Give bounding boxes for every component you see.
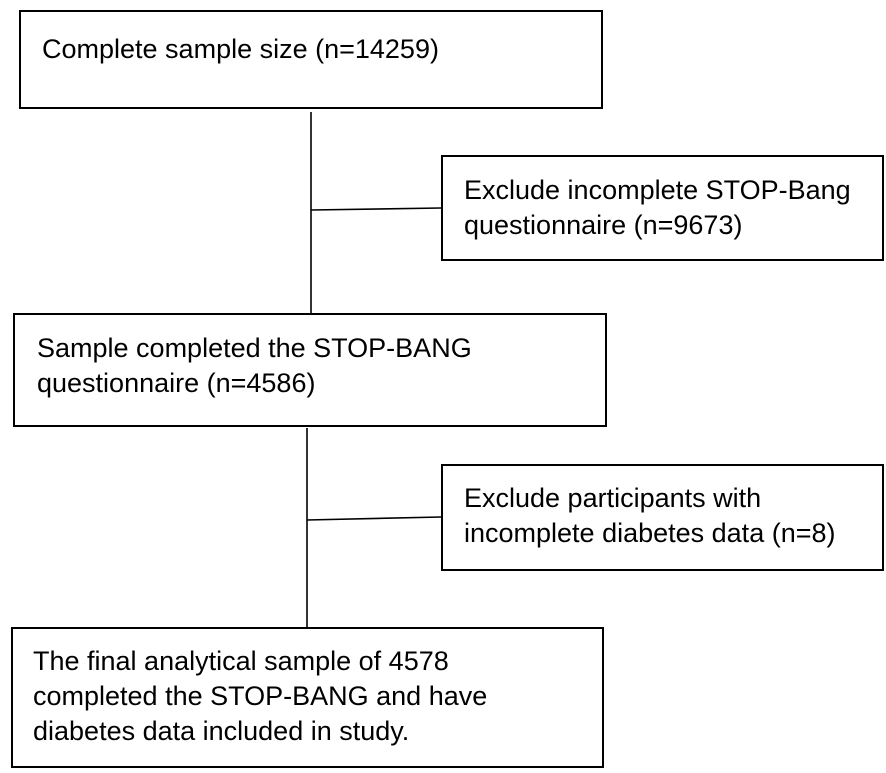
box-complete-sample-line-1: Complete sample size (n=14259) (42, 34, 439, 64)
box-exclude-incomplete-diabetes-line-2: incomplete diabetes data (n=8) (464, 518, 836, 548)
box-final-analytical-sample-line-1: The final analytical sample of 4578 (33, 646, 449, 676)
connector-branch-exclude-1 (310, 207, 442, 211)
box-exclude-incomplete-diabetes: Exclude participants with incomplete dia… (441, 464, 884, 571)
box-completed-stopbang-line-2: questionnaire (n=4586) (37, 368, 316, 398)
box-final-analytical-sample-line-3: diabetes data included in study. (33, 716, 410, 746)
box-completed-stopbang-line-1: Sample completed the STOP-BANG (37, 333, 472, 363)
box-final-analytical-sample: The final analytical sample of 4578 comp… (11, 627, 604, 768)
connector-branch-exclude-2 (306, 516, 442, 521)
box-exclude-incomplete-stopbang-line-2: questionnaire (n=9673) (464, 210, 743, 240)
box-exclude-incomplete-diabetes-line-1: Exclude participants with (464, 483, 762, 513)
box-final-analytical-sample-line-2: completed the STOP-BANG and have (33, 681, 488, 711)
box-complete-sample: Complete sample size (n=14259) (19, 10, 603, 109)
box-completed-stopbang: Sample completed the STOP-BANG questionn… (13, 313, 607, 427)
box-exclude-incomplete-stopbang: Exclude incomplete STOP-Bang questionnai… (441, 155, 884, 261)
box-exclude-incomplete-stopbang-line-1: Exclude incomplete STOP-Bang (464, 175, 851, 205)
